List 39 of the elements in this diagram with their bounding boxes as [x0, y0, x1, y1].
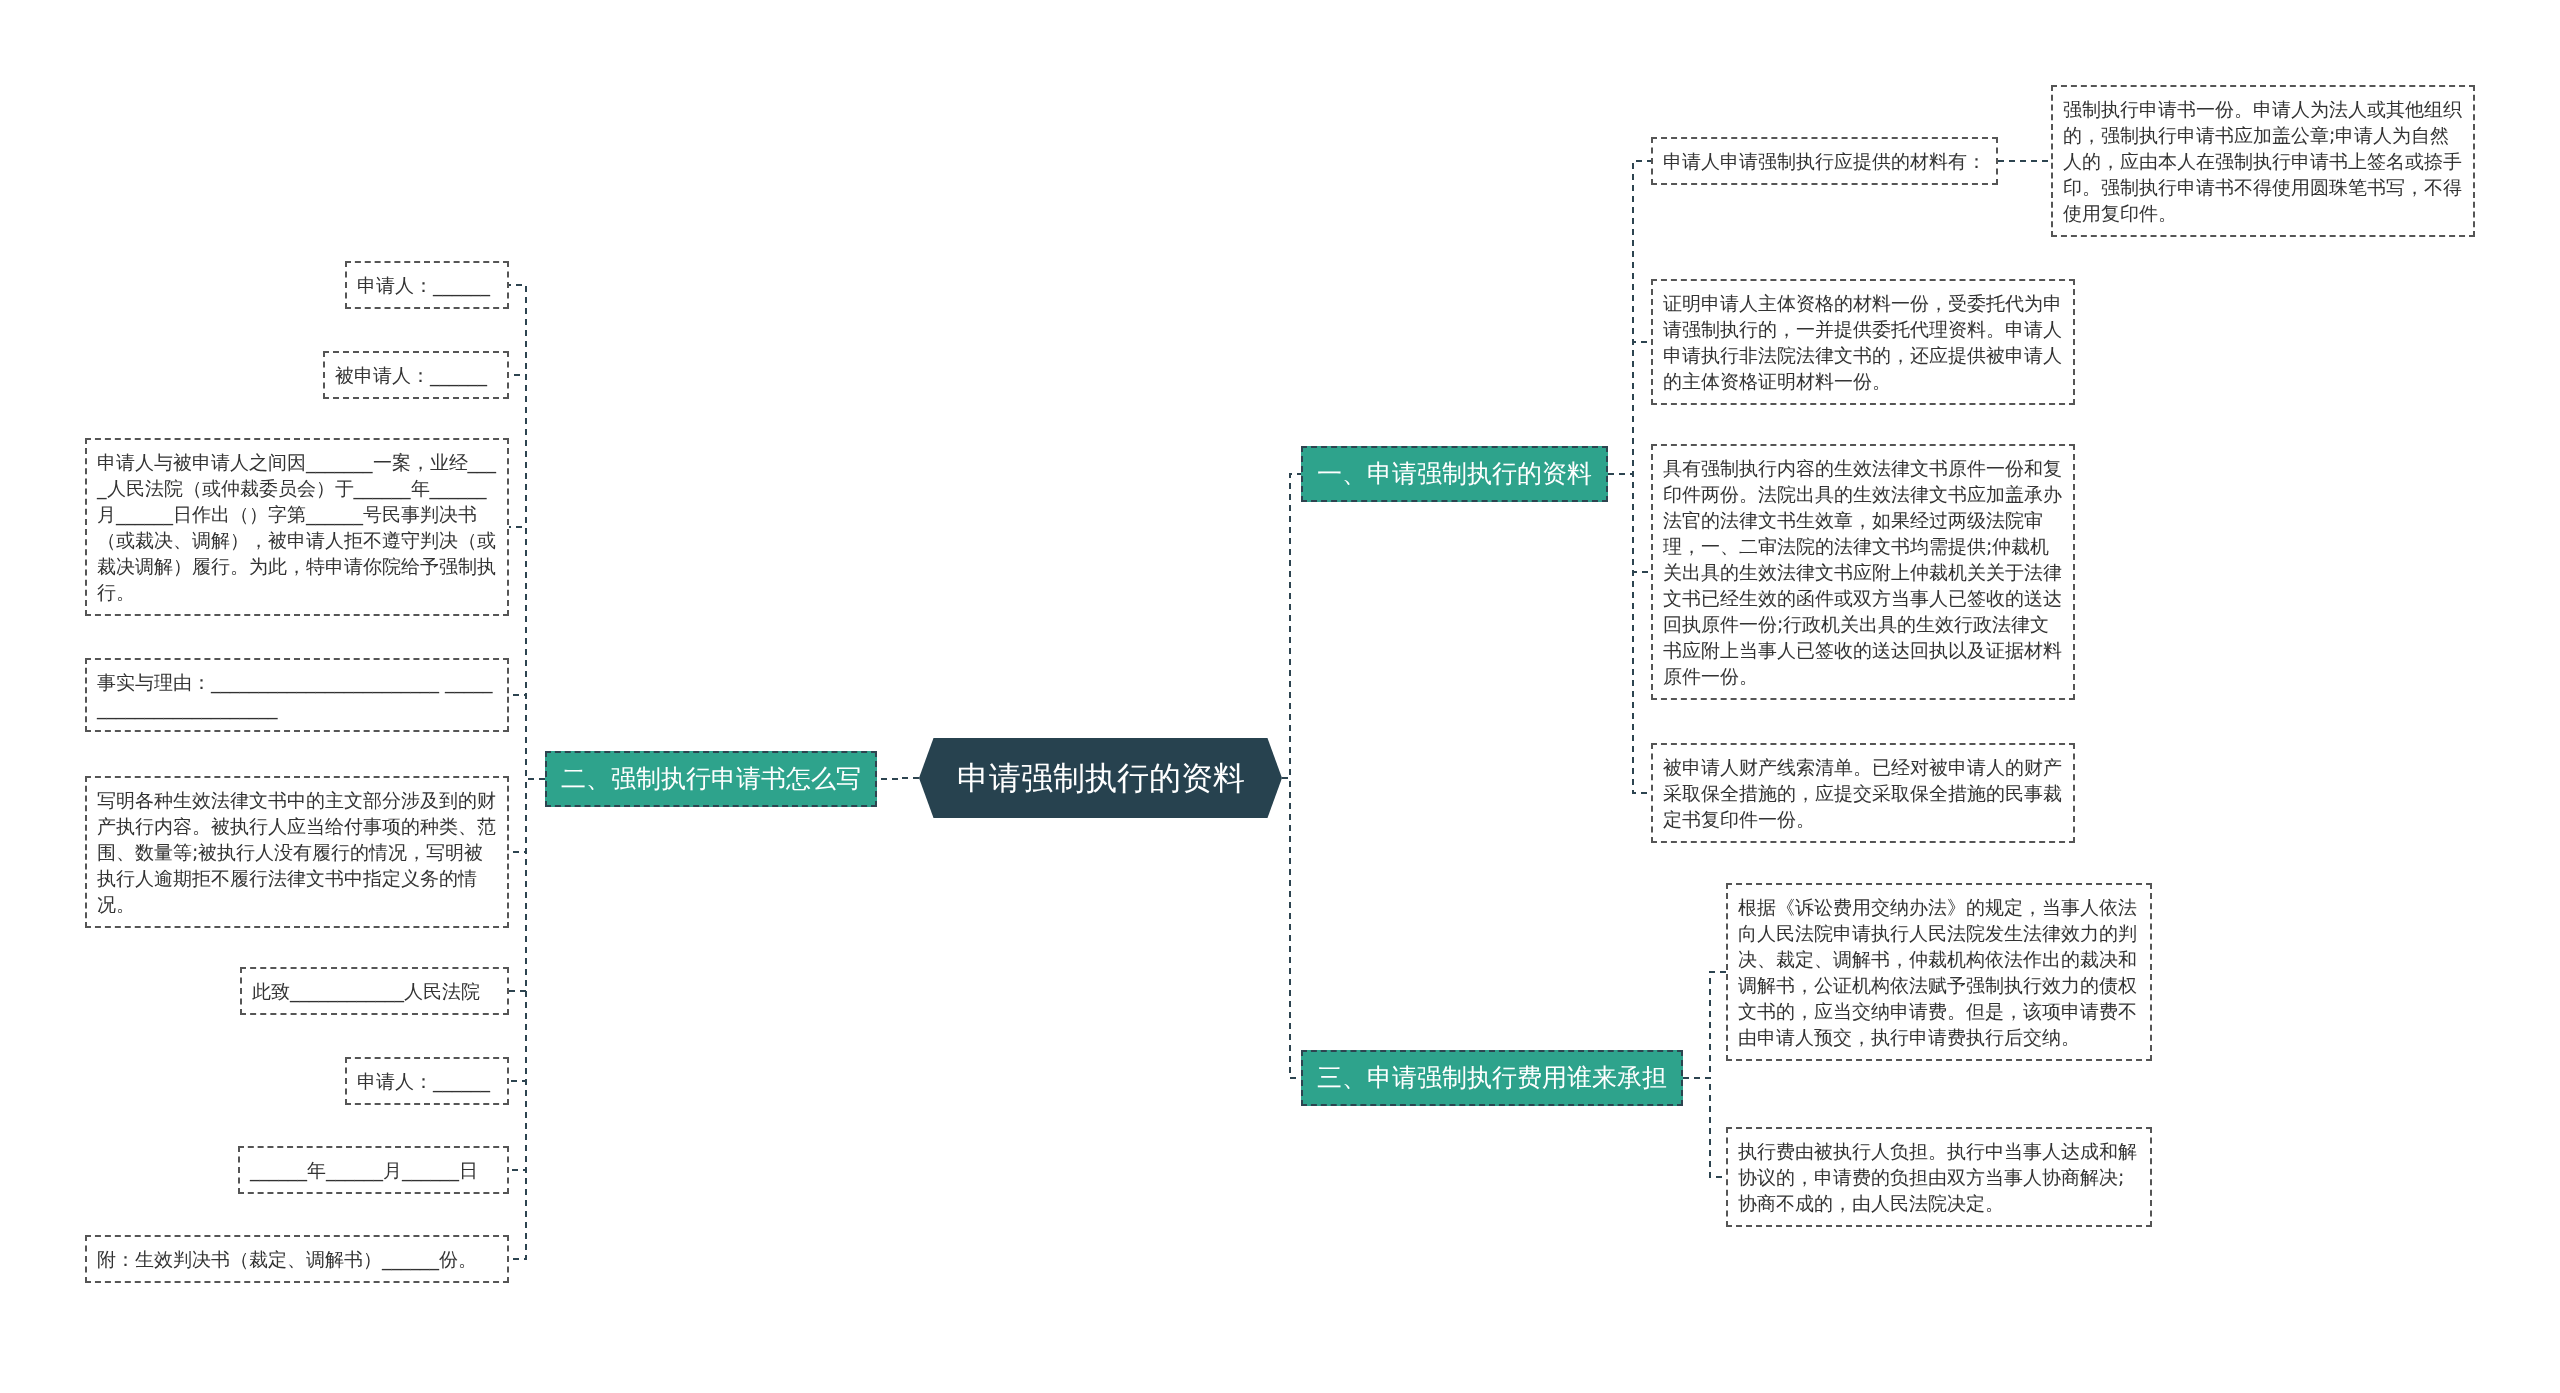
note-text: 申请人与被申请人之间因_______一案，业经____人民法院（或仲裁委员会）于______年______月______日作出（）字第______号民事判决书（或裁决、调解），被申请人拒不遵守判决（或裁决调解）履行。为此，特申请你院给予强制执行。 [97, 450, 497, 605]
note-box [1651, 279, 2075, 405]
note-box [345, 1057, 509, 1105]
branch-topic [545, 751, 877, 807]
note-box [1726, 1127, 2152, 1227]
note-text: 写明各种生效法律文书中的主文部分涉及到的财产执行内容。被执行人应当给付事项的种类、范围、数量等;被执行人没有履行的情况，写明被执行人逾期拒不履行法律文书中指定义务的情况。 [97, 788, 497, 917]
note-box [238, 1146, 509, 1194]
note-box [85, 1235, 509, 1283]
note-box [1726, 883, 2152, 1061]
branch-topic [1301, 1050, 1683, 1106]
topic-text: 一、申请强制执行的资料 [1317, 458, 1592, 490]
note-text: 申请人申请强制执行应提供的材料有： [1663, 149, 1986, 174]
topic-text: 二、强制执行申请书怎么写 [561, 763, 861, 795]
note-box [85, 776, 509, 928]
note-text: 被申请人财产线索清单。已经对被申请人的财产采取保全措施的，应提交采取保全措施的民事裁定书复印件一份。 [1663, 755, 2063, 832]
note-text: 证明申请人主体资格的材料一份，受委托代为申请强制执行的，一并提供委托代理资料。申请人申请执行非法院法律文书的，还应提供被申请人的主体资格证明材料一份。 [1663, 291, 2063, 394]
note-box [85, 658, 509, 732]
note-text: 被申请人：______ [335, 363, 489, 388]
note-text: 根据《诉讼费用交纳办法》的规定，当事人依法向人民法院申请执行人民法院发生法律效力的判决、裁定、调解书，仲裁机构依法作出的裁决和调解书，公证机构依法赋予强制执行效力的债权文书的，应当交纳申请费。但是，该项申请费不由申请人预交，执行申请费执行后交纳。 [1738, 895, 2138, 1050]
central-topic [919, 738, 1282, 818]
note-text: 事实与理由：________________________ ________________________ [97, 670, 494, 721]
note-text: ______年______月______日 [250, 1158, 479, 1183]
note-box [1651, 743, 2075, 843]
note-text: 申请人：______ [357, 1069, 492, 1094]
note-box [2051, 85, 2475, 237]
note-text: 具有强制执行内容的生效法律文书原件一份和复印件两份。法院出具的生效法律文书应加盖承办法官的法律文书生效章，如果经过两级法院审理，一、二审法院的法律文书均需提供;仲裁机关出具的生效法律文书应附上仲裁机关关于法律文书已经生效的函件或双方当事人已签收的送达回执原件一份;行政机关出具的生效行政法律文书应附上当事人已签收的送达回执以及证据材料原件一份。 [1663, 456, 2063, 689]
note-box [240, 967, 509, 1015]
branch-topic [1301, 446, 1608, 502]
note-box [1651, 137, 1998, 185]
note-text: 强制执行申请书一份。申请人为法人或其他组织的，强制执行申请书应加盖公章;申请人为自然人的，应由本人在强制执行申请书上签名或捺手印。强制执行申请书不得使用圆珠笔书写，不得使用复印件。 [2063, 97, 2463, 226]
note-box [85, 438, 509, 616]
note-text: 执行费由被执行人负担。执行中当事人达成和解协议的，申请费的负担由双方当事人协商解决;协商不成的，由人民法院决定。 [1738, 1139, 2138, 1216]
note-text: 附：生效判决书（裁定、调解书）______份。 [97, 1247, 478, 1272]
topic-text: 申请强制执行的资料 [955, 758, 1246, 799]
note-text: 此致____________人民法院 [252, 979, 481, 1004]
topic-text: 三、申请强制执行费用谁来承担 [1317, 1062, 1667, 1094]
note-box [323, 351, 509, 399]
note-box [345, 261, 509, 309]
note-text: 申请人：______ [357, 273, 492, 298]
